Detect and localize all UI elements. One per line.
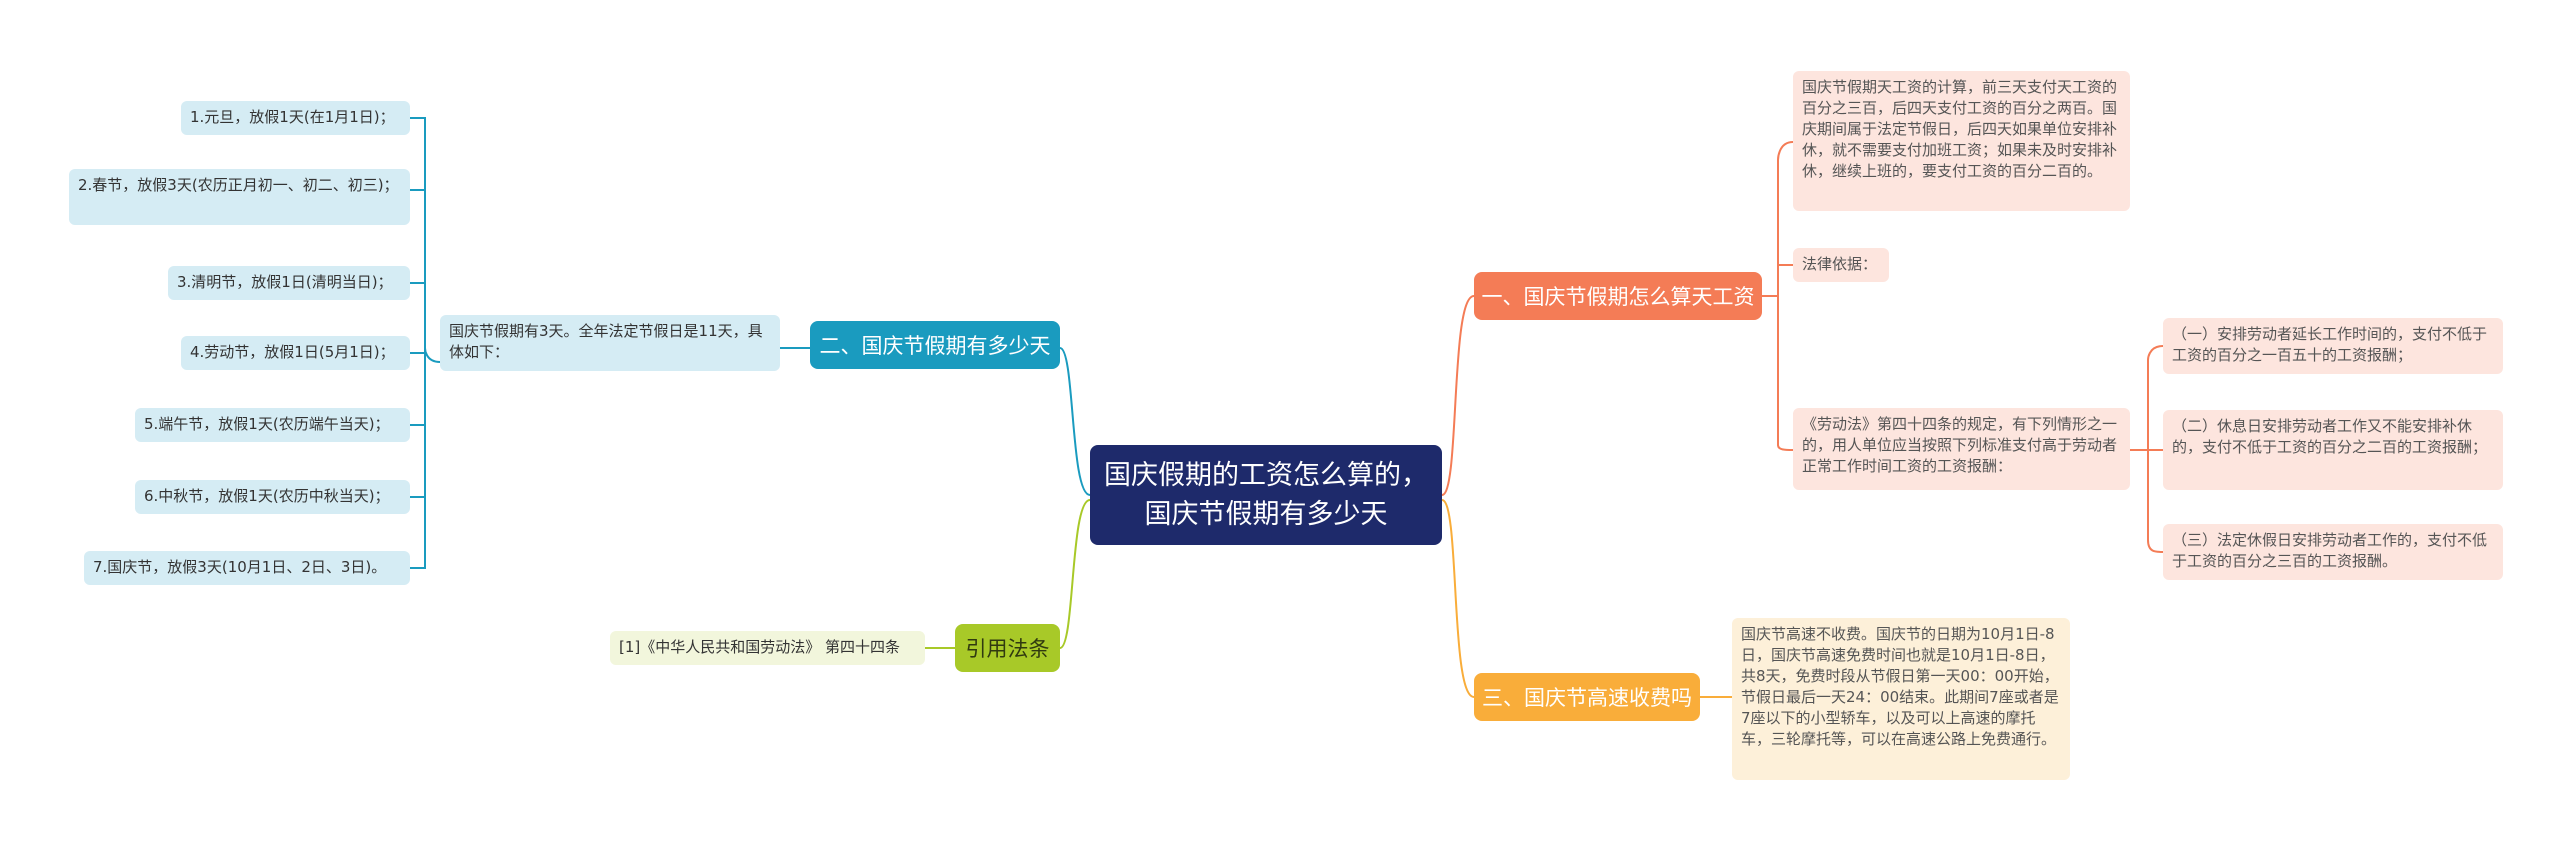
link-center-wage [1441,295,1475,496]
wage-calc-detail[interactable]: 国庆节假期天工资的计算，前三天支付天工资的百分之三百，后四天支付工资的百分之两百… [1793,71,2130,211]
law-item[interactable]: （二）休息日安排劳动者工作又不能安排补休的，支付不低于工资的百分之二百的工资报酬… [2163,410,2503,490]
link-center-toll [1441,499,1475,698]
citation-item-text: [1]《中华人民共和国劳动法》 第四十四条 [619,638,901,656]
labor-law-article-text: 《劳动法》第四十四条的规定，有下列情形之一的，用人单位应当按照下列标准支付高于劳… [1802,415,2118,475]
law-item[interactable]: （一）安排劳动者延长工作时间的，支付不低于工资的百分之一百五十的工资报酬； [2163,318,2503,374]
link-center-holidays [1058,347,1091,496]
branch-highway-toll[interactable]: 三、国庆节高速收费吗 [1474,673,1700,721]
holiday-item[interactable]: 2.春节，放假3天(农历正月初一、初二、初三)； [69,169,410,225]
branch-holiday-count[interactable]: 二、国庆节假期有多少天 [810,321,1060,369]
branch-citation[interactable]: 引用法条 [955,624,1060,672]
branch-highway-toll-label: 三、国庆节高速收费吗 [1482,686,1692,710]
law-item[interactable]: （三）法定休假日安排劳动者工作的，支付不低于工资的百分之三百的工资报酬。 [2163,524,2503,580]
holiday-summary[interactable]: 国庆节假期有3天。全年法定节假日是11天，具体如下： [440,315,780,371]
branch-holiday-count-label: 二、国庆节假期有多少天 [819,334,1051,358]
link-center-citation [1059,499,1091,649]
central-topic-title: 国庆假期的工资怎么算的，国庆节假期有多少天 [1104,460,1428,530]
holiday-item[interactable]: 6.中秋节，放假1天(农历中秋当天)； [135,480,410,514]
legal-basis-text: 法律依据： [1802,255,1878,273]
branch-citation-label: 引用法条 [965,637,1050,661]
holiday-item[interactable]: 4.劳动节，放假1日(5月1日)； [181,336,410,370]
highway-toll-detail[interactable]: 国庆节高速不收费。国庆节的日期为10月1日-8日，国庆节高速免费时间也就是10月… [1732,618,2070,780]
citation-item[interactable]: [1]《中华人民共和国劳动法》 第四十四条 [610,631,925,665]
central-topic[interactable]: 国庆假期的工资怎么算的，国庆节假期有多少天 [1090,445,1442,545]
holiday-item[interactable]: 5.端午节，放假1天(农历端午当天)； [135,408,410,442]
holiday-summary-text: 国庆节假期有3天。全年法定节假日是11天，具体如下： [449,322,763,361]
branch-wage-calc-label: 一、国庆节假期怎么算天工资 [1481,285,1755,309]
holiday-item[interactable]: 7.国庆节，放假3天(10月1日、2日、3日)。 [84,551,410,585]
holiday-item[interactable]: 3.清明节，放假1日(清明当日)； [168,266,410,300]
branch-wage-calc[interactable]: 一、国庆节假期怎么算天工资 [1474,272,1762,320]
highway-toll-detail-text: 国庆节高速不收费。国庆节的日期为10月1日-8日，国庆节高速免费时间也就是10月… [1741,625,2059,748]
holiday-item[interactable]: 1.元旦，放假1天(在1月1日)； [181,101,410,135]
legal-basis[interactable]: 法律依据： [1793,248,1889,282]
labor-law-article[interactable]: 《劳动法》第四十四条的规定，有下列情形之一的，用人单位应当按照下列标准支付高于劳… [1793,408,2130,490]
wage-calc-detail-text: 国庆节假期天工资的计算，前三天支付天工资的百分之三百，后四天支付工资的百分之两百… [1802,78,2118,180]
